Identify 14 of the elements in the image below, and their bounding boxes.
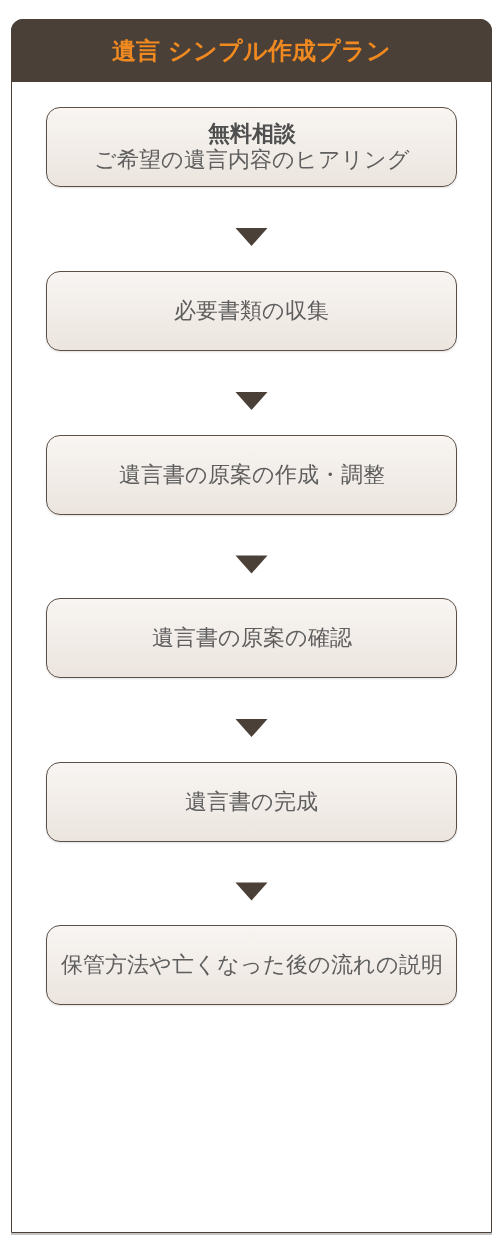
- process-box: [46, 107, 457, 187]
- arrow: [235, 719, 268, 737]
- panel-title: 遺言 シンプル作成プラン: [11, 19, 492, 82]
- arrow: [235, 228, 268, 246]
- arrow: [235, 555, 268, 574]
- process-box: 遺言書の原案の作成・調整: [46, 435, 457, 515]
- process-box: 遺言書の原案の確認: [46, 598, 457, 678]
- process-box: 必要書類の収集: [46, 271, 457, 351]
- step-heading: 無料相談: [207, 120, 296, 147]
- arrow: [235, 392, 268, 410]
- arrow: [235, 882, 268, 901]
- process-box: 保管方法や亡くなった後の流れの説明: [46, 925, 457, 1005]
- process-box: 遺言書の完成: [46, 762, 457, 842]
- step-description: ご希望の遺言内容のヒアリング: [93, 147, 410, 174]
